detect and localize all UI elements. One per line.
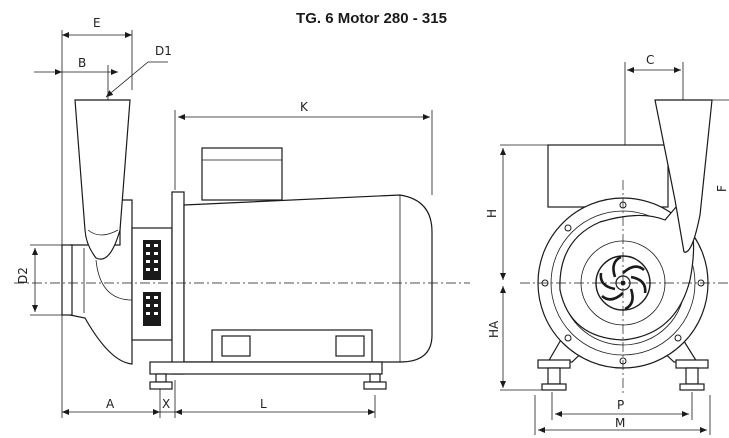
- dim-label-m: M: [615, 416, 625, 430]
- dim-label-l: L: [260, 397, 267, 411]
- side-view: E B D1 K D2 A X L: [14, 16, 470, 418]
- dim-label-d1: D1: [155, 44, 172, 58]
- dim-label-ha: HA: [487, 320, 501, 338]
- front-view: C F H HA P M: [485, 53, 729, 435]
- dim-label-p: P: [617, 398, 624, 412]
- dim-label-b: B: [78, 56, 86, 70]
- dim-label-x: X: [162, 397, 170, 411]
- dim-label-f: F: [715, 185, 729, 192]
- dim-label-h: H: [485, 209, 499, 218]
- dim-label-k: K: [300, 100, 309, 114]
- dim-label-d2: D2: [16, 267, 30, 284]
- diagram-title: TG. 6 Motor 280 - 315: [296, 10, 447, 27]
- dim-label-e: E: [93, 16, 101, 30]
- dim-label-c: C: [646, 53, 654, 67]
- dim-label-a: A: [106, 397, 115, 411]
